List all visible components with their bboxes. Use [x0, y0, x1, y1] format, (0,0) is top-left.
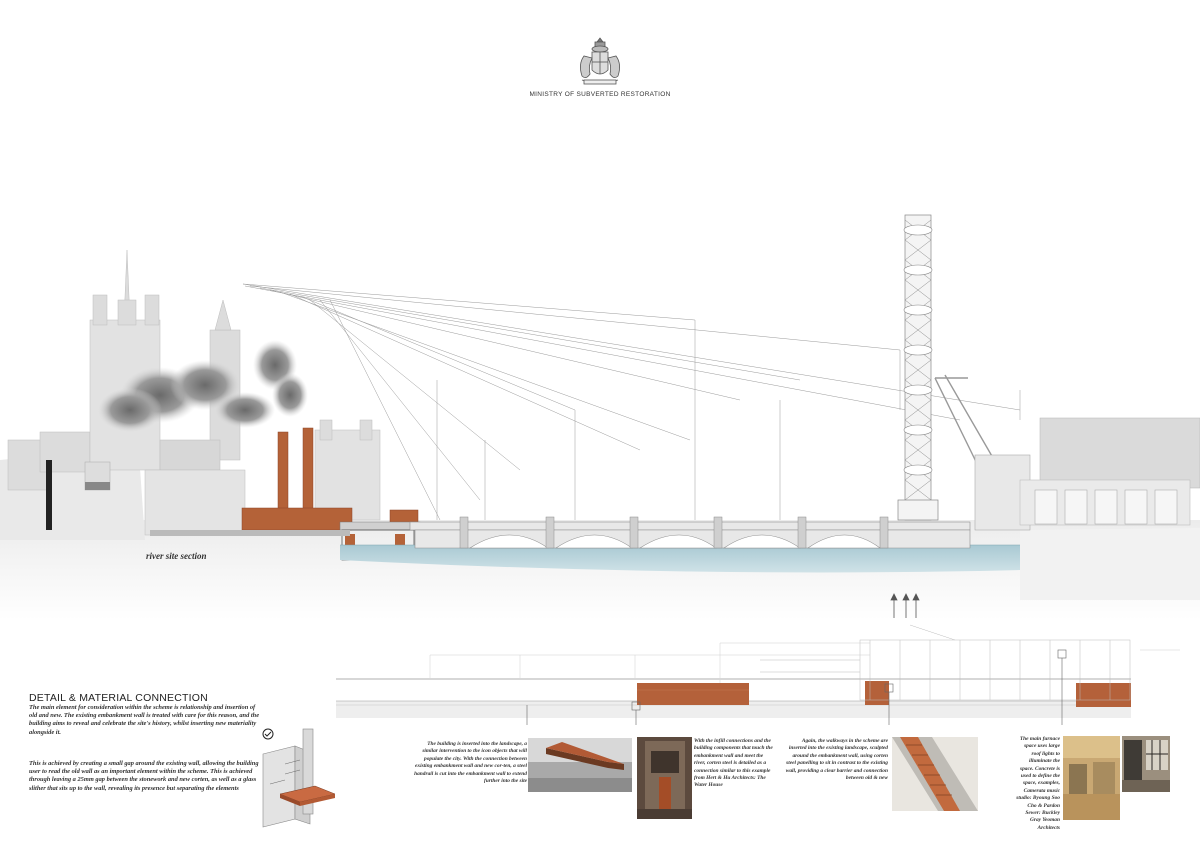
section-label: river site section [146, 551, 207, 561]
gallery-interior-photo [1122, 736, 1170, 792]
caption: The building is inserted into the landsc… [414, 741, 527, 785]
river-site-section-drawing [0, 214, 1200, 620]
long-section-drawing [336, 624, 1180, 725]
walkway-photo [892, 737, 978, 811]
concrete-studio-photo [1063, 736, 1120, 820]
caption: Again, the walkways in the scheme are in… [785, 738, 888, 782]
caption: With the infill connections and the buil… [694, 738, 773, 789]
wall-detail-axonometric [262, 728, 336, 828]
royal-coat-of-arms-icon [580, 37, 620, 85]
water-house-photo [637, 737, 692, 819]
handrail-photo [528, 738, 632, 792]
detail-paragraph: The main element for consideration withi… [29, 704, 260, 736]
page-title: MINISTRY OF SUBVERTED RESTORATION [529, 91, 671, 98]
detail-paragraph: This is achieved by creating a small gap… [29, 760, 259, 792]
detail-heading: DETAIL & MATERIAL CONNECTION [29, 692, 208, 704]
caption: The main furnace space uses large roof l… [1016, 736, 1060, 831]
